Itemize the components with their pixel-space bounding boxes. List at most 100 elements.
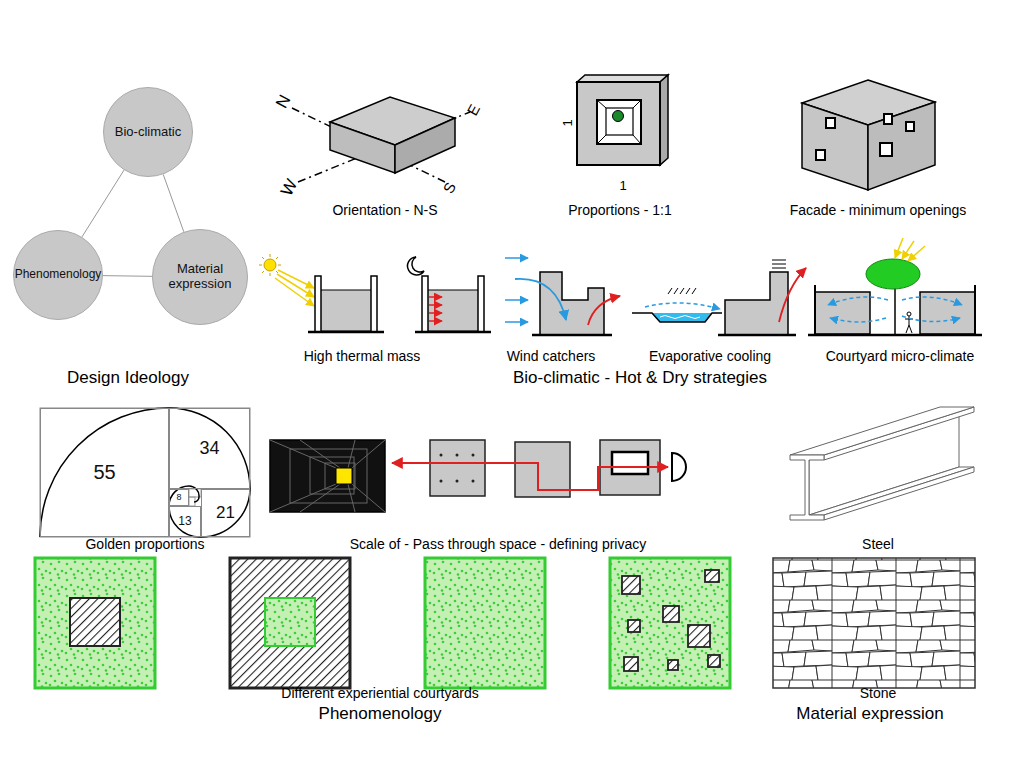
node-label: 55 (93, 461, 115, 484)
ideology-circle: Bio-climatic (103, 87, 193, 177)
facade-cube (906, 122, 914, 131)
hot-air-arrow (779, 268, 806, 322)
solar-ray-arrow (895, 238, 903, 258)
wind-arrow (505, 299, 528, 301)
corridor-perspective (352, 440, 385, 468)
privacy-block (430, 440, 485, 496)
proportion-frame (597, 100, 641, 144)
proportion-frame (577, 75, 668, 165)
node-label: 21 (216, 503, 235, 523)
sun-symbol (270, 254, 271, 257)
steel-beam (824, 407, 974, 460)
privacy-block (672, 453, 686, 481)
wind-catcher-building (532, 272, 612, 335)
ideology-circle: Phenomenology (13, 230, 103, 320)
heat-release-arrow (429, 296, 442, 298)
caption-text: Orientation - N-S (332, 203, 437, 218)
facade-cube (802, 103, 868, 190)
privacy-block (430, 440, 686, 497)
caption-text: Facade - minimum openings (790, 203, 967, 218)
heat-release-arrow (429, 312, 442, 314)
golden-spiral (40, 408, 250, 537)
solar-ray-arrow (275, 278, 314, 306)
corridor-perspective (270, 440, 385, 512)
stack-building (718, 334, 796, 337)
thermal-mass-section (478, 276, 484, 332)
moon-symbol (408, 257, 424, 275)
evaporative-pool (632, 288, 722, 322)
node-text-group: Bio-climatic (103, 87, 193, 177)
corridor-perspective (336, 468, 352, 484)
node-label: Material expression (162, 262, 238, 292)
corridor-perspective (352, 484, 385, 512)
courtyard-plan (688, 625, 710, 647)
thermal-mass-section (422, 276, 428, 332)
circle-outline (104, 88, 193, 177)
golden-square: 55 (40, 408, 169, 537)
courtyard-plan (610, 558, 730, 688)
golden-spiral (40, 408, 250, 537)
ideology-link (103, 275, 152, 277)
proportion-frame (597, 135, 606, 144)
evaporative-pool (692, 288, 696, 294)
corridor-perspective (270, 440, 385, 512)
cool-air-arrow (902, 316, 960, 322)
evaporative-pool (652, 313, 712, 322)
caption-text: Stone (860, 686, 897, 701)
wind-catcher-building (532, 334, 612, 337)
courtyard-plan (425, 558, 545, 688)
cool-air-arrow (828, 297, 888, 305)
compass-letter: S (440, 180, 459, 197)
caption-text: Steel (862, 537, 894, 552)
sun-symbol (270, 273, 271, 276)
node-label: 34 (199, 438, 219, 459)
node-text-group: 21 (202, 490, 249, 536)
courtyard-plan (70, 598, 120, 646)
corridor-perspective (348, 484, 355, 512)
courtyard-plan (230, 558, 350, 688)
sun-symbol (262, 257, 264, 259)
privacy-block (440, 454, 475, 483)
dimension-number: 1 (619, 179, 626, 193)
wind-catcher-building (540, 272, 604, 335)
corridor-perspective (290, 449, 367, 503)
corridor-perspective (270, 440, 385, 512)
golden-spiral (40, 408, 250, 537)
proportion-frame (606, 108, 633, 135)
courtyard-section (909, 325, 912, 333)
compass-letter: E (464, 102, 483, 119)
privacy-block (456, 454, 459, 457)
caption-text: High thermal mass (304, 349, 421, 364)
caption-text: Evaporative cooling (649, 349, 771, 364)
courtyard-plan (622, 576, 640, 594)
privacy-block (472, 480, 475, 483)
sun-symbol (278, 265, 281, 266)
courtyard-plan (668, 660, 678, 670)
node-text-group: 8 (170, 490, 188, 505)
cool-air-arrow (902, 297, 962, 305)
privacy-block (456, 480, 459, 483)
caption-text: Scale of - Pass through space - defining… (350, 537, 647, 552)
courtyard-plan (705, 570, 719, 582)
courtyard-plan (230, 558, 350, 688)
thermal-mass-section (415, 331, 491, 334)
corridor-perspective (325, 463, 355, 489)
proportion-frame (613, 111, 624, 122)
courtyard-plan (663, 606, 679, 622)
golden-square: 13 (169, 506, 201, 537)
courtyard-section (906, 325, 909, 333)
proportion-frame (597, 100, 606, 108)
stack-building (772, 264, 786, 265)
courtyard-plan (628, 620, 640, 632)
stone-wall (773, 558, 975, 688)
wind-arrow (505, 257, 528, 259)
courtyard-plan (265, 598, 315, 646)
steel-beam (790, 455, 824, 520)
stack-building (772, 260, 786, 268)
node-text-group: Phenomenology (13, 230, 103, 320)
courtyard-section (920, 292, 975, 334)
privacy-block (472, 454, 475, 457)
proportion-frame (577, 82, 660, 165)
facade-cube (880, 143, 892, 156)
